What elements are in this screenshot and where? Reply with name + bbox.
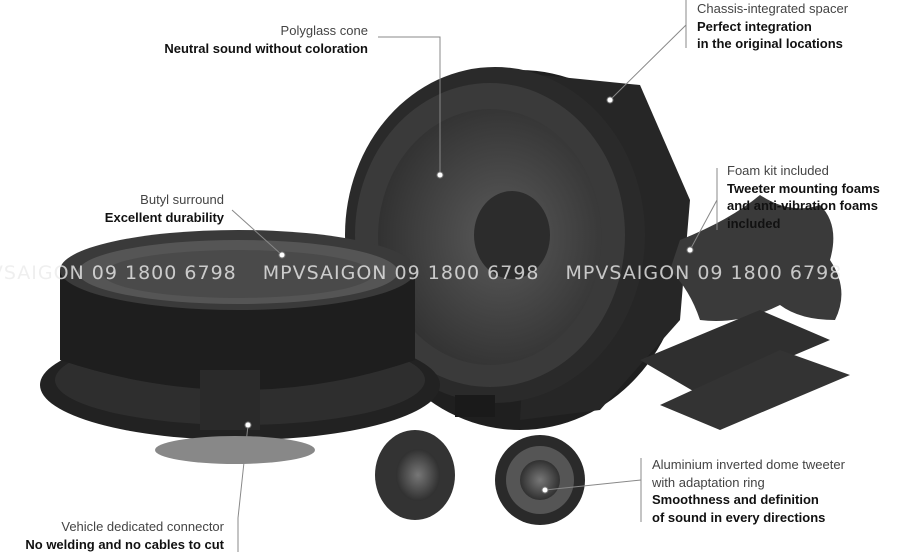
callout-text: Perfect integration <box>697 18 812 34</box>
callout-title: Aluminium inverted dome tweeter <box>652 457 845 472</box>
callout-text: included <box>727 215 781 231</box>
callout-title: Chassis-integrated spacer <box>697 1 849 16</box>
callout-text: and anti-vibration foams <box>727 198 878 213</box>
leader-lines <box>231 0 718 552</box>
callout-text: in the original locations <box>697 36 843 51</box>
foam-kit <box>640 195 850 430</box>
callout-text: Smoothness and definition <box>652 492 819 507</box>
callout-text: of sound in every directions <box>652 509 826 525</box>
woofer-side <box>40 230 440 464</box>
callout-connector: Vehicle dedicated connector No welding a… <box>25 518 224 552</box>
watermark: MPVSAIGON 09 1800 6798 MPVSAIGON 09 1800 … <box>0 262 868 284</box>
callout-cone: Polyglass cone Neutral sound without col… <box>164 22 368 57</box>
callout-spacer: Chassis-integrated spacer Perfect integr… <box>697 0 848 53</box>
callout-text: Excellent durability <box>104 209 224 225</box>
callout-title: Polyglass cone <box>280 23 368 38</box>
callout-title: Foam kit included <box>727 163 829 178</box>
watermark-text: MPVSAIGON 09 1800 6798 <box>0 262 237 284</box>
watermark-text: MPVSAIGON 09 1800 6798 <box>262 262 540 284</box>
callout-foam: Foam kit included Tweeter mounting foams… <box>727 162 880 232</box>
tweeters <box>375 430 585 525</box>
callout-text: No welding and no cables to cut <box>25 536 224 552</box>
watermark-text: MPVSAIGON 09 1800 6798 <box>565 262 843 284</box>
woofer-front <box>345 67 690 430</box>
callout-title: Vehicle dedicated connector <box>61 519 224 534</box>
callout-tweeter: Aluminium inverted dome tweeter with ada… <box>652 456 845 526</box>
callout-title: Butyl surround <box>140 192 224 207</box>
callout-dots <box>244 96 694 494</box>
callout-title: with adaptation ring <box>652 474 765 490</box>
callout-surround: Butyl surround Excellent durability <box>105 191 224 226</box>
callout-text: Tweeter mounting foams <box>727 180 880 196</box>
callout-text: Neutral sound without coloration <box>164 40 368 56</box>
